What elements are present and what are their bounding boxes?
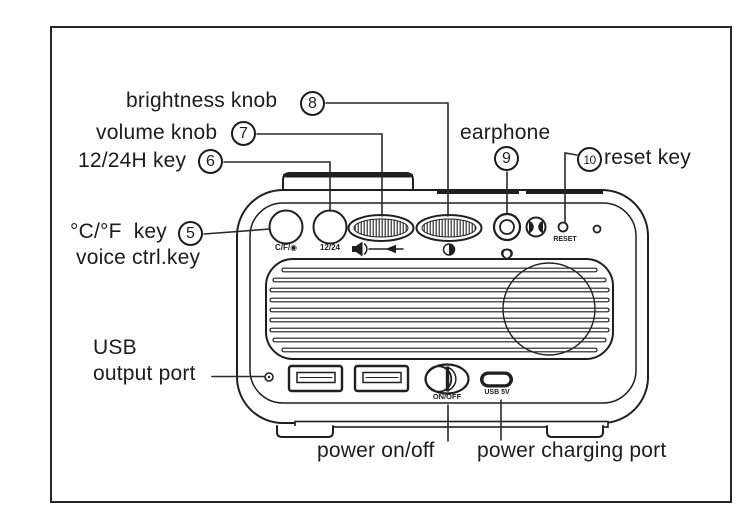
grille-slat <box>269 327 610 333</box>
sound-wave <box>363 243 368 255</box>
label-power-on-off: power on/off <box>317 439 435 462</box>
left-foot <box>276 425 334 438</box>
leader-lines <box>203 102 578 442</box>
right-foot <box>546 425 604 438</box>
h12-24-button <box>312 209 348 245</box>
volume-knob <box>347 214 415 242</box>
base-and-feet <box>276 420 609 438</box>
grille-slat <box>269 297 610 303</box>
speaker-grille <box>265 258 614 360</box>
callout-number-6: 6 <box>198 149 223 174</box>
cf-voice-button <box>268 209 304 245</box>
label-output-port: output port <box>93 362 196 385</box>
brightness-knob <box>415 214 483 242</box>
marking-12-24: 12/24 <box>319 243 341 252</box>
grille-slat <box>272 277 607 283</box>
label-voice-ctrl-key: voice ctrl.key <box>76 246 201 269</box>
grille-slat <box>269 307 610 313</box>
leader-volume <box>256 133 383 217</box>
callout-number-7: 7 <box>231 121 256 146</box>
volume-icon <box>352 241 404 257</box>
speaker-circle <box>502 262 596 356</box>
light-sensor-icon <box>525 216 547 238</box>
label-reset-key: reset key <box>604 146 691 169</box>
headphone-icon: Ω <box>500 245 514 264</box>
top-housing <box>282 172 414 191</box>
grille-slat <box>269 287 610 293</box>
marking-cf-voice: C/F/◉ <box>274 243 298 252</box>
grille-slat <box>281 347 598 353</box>
speaker-glyph <box>352 241 363 257</box>
callout-number-5: 5 <box>178 221 203 246</box>
arrow-head <box>385 244 396 254</box>
label-volume-knob: volume knob <box>96 121 218 144</box>
usb-port-2 <box>353 364 410 393</box>
pin-hole <box>592 224 602 234</box>
leader-brightness <box>325 102 449 217</box>
earphone-jack <box>492 212 522 242</box>
base-bar <box>294 420 609 428</box>
micro-usb-port <box>480 371 513 388</box>
label-brightness-knob: brightness knob <box>126 89 278 112</box>
grille-slat <box>281 267 598 273</box>
callout-number-10: 10 <box>577 147 602 172</box>
leader-cf <box>203 228 271 235</box>
label-earphone: earphone <box>460 121 551 144</box>
reset-hole <box>557 221 569 233</box>
marking-usb-5v: USB 5V <box>484 389 510 396</box>
label-12-24h-key: 12/24H key <box>78 149 187 172</box>
marking-reset: RESET <box>553 236 577 243</box>
label-cf-key: °C/°F key <box>70 220 167 243</box>
marking-on-off: ON/OFF <box>432 392 462 401</box>
label-power-charging-port: power charging port <box>477 439 667 462</box>
grille-slat <box>272 337 607 343</box>
callout-number-8: 8 <box>300 91 325 116</box>
screw-hole <box>264 372 274 382</box>
leader-reset <box>564 152 578 223</box>
brightness-icon <box>442 243 456 256</box>
label-usb: USB <box>93 336 137 359</box>
usb-port-1 <box>287 364 344 393</box>
top-edge-bar-left <box>437 189 519 194</box>
grille-slat <box>269 317 610 323</box>
bottom-ports <box>264 363 513 395</box>
callout-number-9: 9 <box>494 146 519 171</box>
body-inner-panel <box>249 202 637 404</box>
top-controls <box>268 209 602 245</box>
power-switch <box>424 363 470 395</box>
leader-12-24 <box>223 161 331 212</box>
